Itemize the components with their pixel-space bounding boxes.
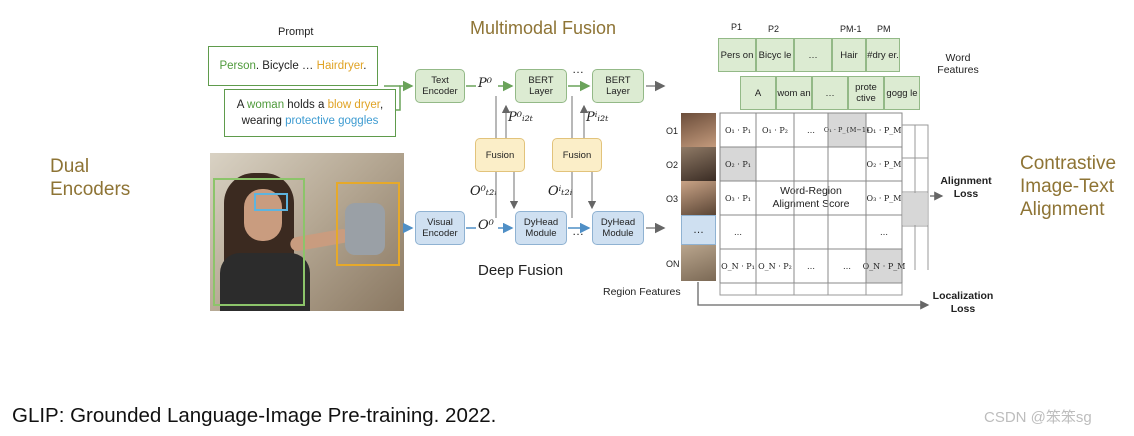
dual-encoders-title: Dual Encoders (50, 156, 131, 200)
o3-label: O3 (666, 194, 679, 204)
prompt-text-holds: holds a (284, 99, 328, 111)
word-features-label: Word Features (937, 52, 979, 76)
prompt-word-woman: woman (247, 99, 285, 111)
photo-woman-face (244, 189, 282, 241)
word-token-1-3: … (794, 38, 832, 72)
p2-label: P2 (768, 24, 780, 34)
matrix-cell-2-5: O₂ · P_M (866, 159, 902, 169)
person-bounding-box (213, 178, 305, 306)
pm-1-label: PM-1 (840, 24, 862, 34)
arrow-to-localization-loss (697, 282, 930, 310)
prompt-word-goggles: protective goggles (285, 115, 379, 127)
matrix-cell-5-3: … (807, 261, 815, 271)
multimodal-fusion-title: Multimodal Fusion (470, 18, 617, 38)
visual-encoder: Visual Encoder (415, 211, 465, 245)
region-crop-3 (681, 181, 716, 215)
word-token-1-2: Bicyc le (756, 38, 794, 72)
prompt-text-wearing: wearing (241, 115, 286, 127)
localization-loss-label: Localization Loss (932, 290, 994, 315)
prompt-text-mid: . Bicycle … (255, 60, 317, 72)
arrow-prompt-sentence-to-encoder (396, 80, 414, 111)
contrastive-alignment-title: Contrastive Image-Text Alignment (1020, 153, 1117, 220)
p0-label: P⁰ (478, 76, 492, 91)
word-token-2-3: … (812, 76, 848, 110)
word-token-2-4: prote ctive (848, 76, 884, 110)
dyhead-module-1: DyHead Module (515, 211, 567, 245)
matrix-cell-5-1: O_N · P₁ (721, 261, 755, 271)
alignment-score-label: Word-Region Alignment Score (758, 185, 864, 211)
p-i2t-i-label: Pⁱᵢ₂ₜ (586, 110, 609, 125)
bert-layer-2: BERT Layer (592, 69, 644, 103)
matrix-cell-2-1: O₂ · P₁ (720, 147, 756, 181)
p1-label: P1 (731, 22, 743, 32)
word-token-2-1: A (740, 76, 776, 110)
prompt-word-blow-dryer: blow dryer (327, 99, 380, 111)
matrix-cell-5-5: O_N · P_M (863, 249, 905, 283)
bert-layer-1: BERT Layer (515, 69, 567, 103)
region-crop-n (681, 245, 716, 281)
matrix-stack-highlight (903, 193, 927, 225)
matrix-cell-1-5: O₁ · P_M (866, 125, 902, 135)
photo-woman-body (220, 253, 310, 311)
alignment-loss-label: Alignment Loss (940, 175, 992, 200)
matrix-cell-5-4: … (843, 261, 851, 271)
prompt-text-a: A (236, 99, 248, 111)
figure-caption: GLIP: Grounded Language-Image Pre-traini… (12, 404, 497, 427)
region-ellipsis: … (681, 215, 716, 245)
prompt-word-person: Person (219, 60, 256, 72)
text-encoder: Text Encoder (415, 69, 465, 103)
word-token-2-2: wom an (776, 76, 812, 110)
matrix-cell-5-2: O_N · P₂ (758, 261, 792, 271)
matrix-cell-4-5: … (880, 227, 888, 237)
pm-label: PM (877, 24, 891, 34)
p-i2t-0-label: P⁰ᵢ₂ₜ (508, 110, 533, 125)
o1-label: O1 (666, 126, 679, 136)
region-crop-1 (681, 113, 716, 147)
fusion-block-2: Fusion (552, 138, 602, 172)
matrix-stack (902, 124, 929, 270)
matrix-cell-4-1: … (734, 227, 742, 237)
photo-hairdryer (345, 203, 385, 255)
prompt-text-comma: , (380, 99, 384, 111)
alignment-matrix: O₁ · P₁ O₁ · P₂ … O₁ · P_{M−1} O₁ · P_M … (720, 113, 905, 283)
matrix-cell-1-2: O₁ · P₂ (762, 125, 788, 135)
dyhead-ellipsis: … (572, 224, 584, 238)
prompt-label: Prompt (278, 26, 314, 38)
prompt-box-sentence: A woman holds a blow dryer, wearing prot… (224, 89, 396, 137)
o-t2i-i-label: Oⁱₜ₂ᵢ (548, 184, 573, 199)
word-token-1-5: #dry er. (866, 38, 900, 72)
prompt-word-hairdryer: Hairdryer (316, 60, 364, 72)
fusion-block-1: Fusion (475, 138, 525, 172)
matrix-cell-3-5: O₃ · P_M (866, 193, 902, 203)
matrix-cell-1-4: O₁ · P_{M−1} (824, 113, 870, 147)
prompt-text-end: . (363, 60, 367, 72)
dyhead-module-2: DyHead Module (592, 211, 644, 245)
o2-label: O2 (666, 160, 679, 170)
input-photo (210, 153, 404, 311)
word-token-1-1: Pers on (718, 38, 756, 72)
word-token-1-4: Hair (832, 38, 866, 72)
matrix-cell-1-1: O₁ · P₁ (720, 113, 756, 147)
goggles-bounding-box (254, 193, 288, 211)
deep-fusion-title: Deep Fusion (478, 262, 564, 279)
matrix-cell-3-1: O₃ · P₁ (725, 193, 751, 203)
on-label: ON (666, 259, 680, 269)
region-crop-2 (681, 147, 716, 181)
o0-label: O⁰ (478, 218, 494, 233)
bert-ellipsis: … (572, 62, 584, 76)
localization-stack (719, 283, 903, 296)
watermark: CSDN @笨笨sg (984, 409, 1092, 426)
o-t2i-0-label: O⁰ₜ₂ᵢ (470, 184, 497, 199)
word-token-2-5: gogg le (884, 76, 920, 110)
hairdryer-bounding-box (336, 182, 400, 266)
region-features-label: Region Features (603, 286, 681, 298)
prompt-box-categories: Person. Bicycle … Hairdryer. (208, 46, 378, 86)
